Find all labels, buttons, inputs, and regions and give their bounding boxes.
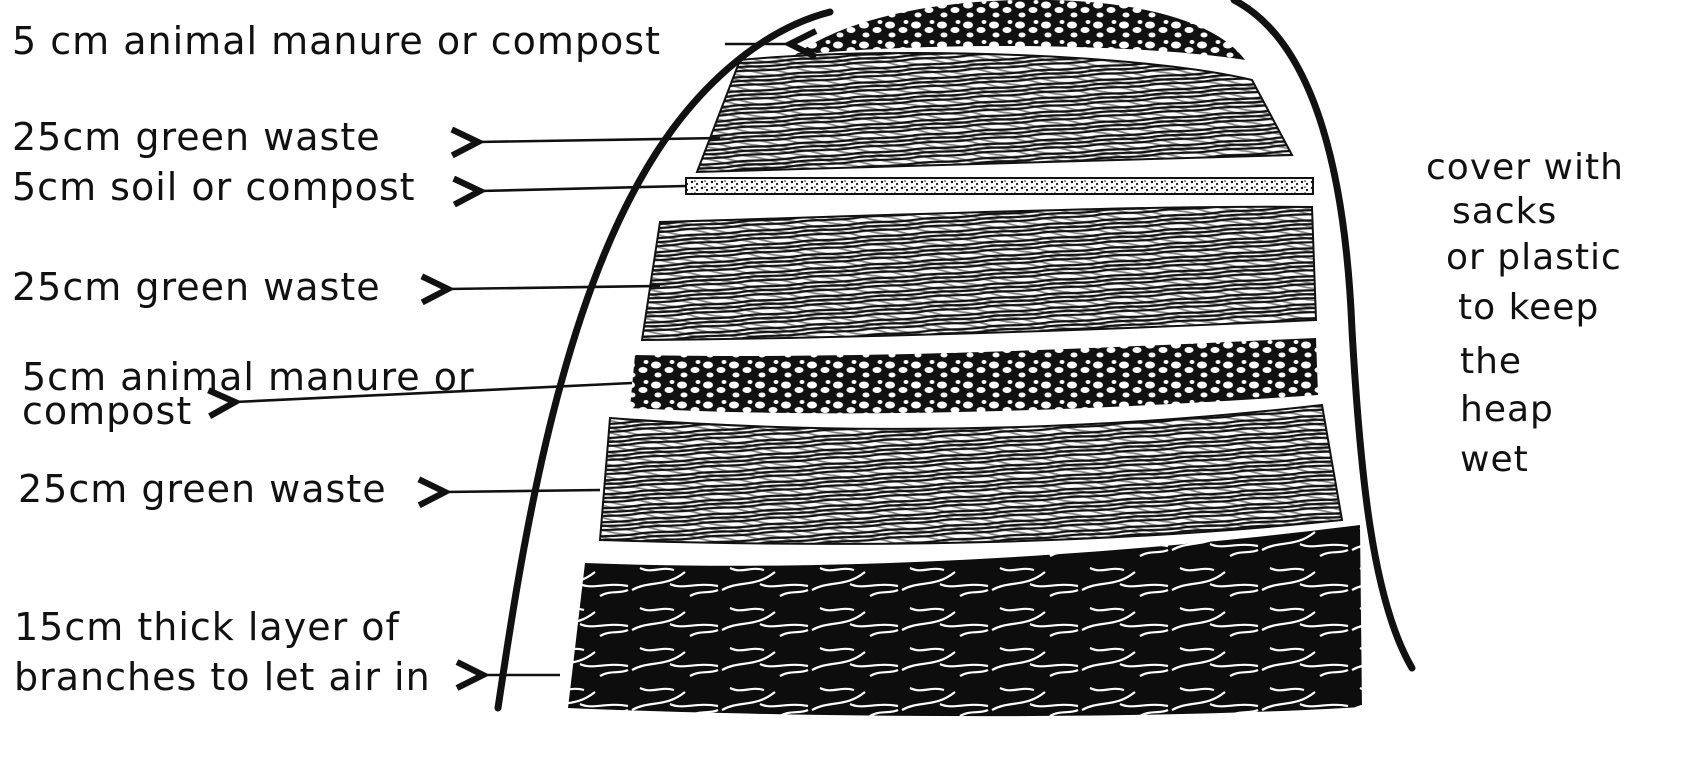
arrow-green-waste-2 bbox=[448, 286, 660, 289]
cover-note-line7: wet bbox=[1460, 442, 1529, 478]
label-top-manure: 5 cm animal manure or compost bbox=[12, 22, 661, 60]
cover-note-line4: to keep bbox=[1458, 290, 1599, 326]
label-manure-middle-line2: compost bbox=[22, 392, 192, 430]
arrow-green-waste-3 bbox=[445, 490, 600, 492]
label-branches-line2: branches to let air in bbox=[14, 658, 431, 696]
label-green-waste-2: 25cm green waste bbox=[12, 268, 381, 306]
layer-branches bbox=[568, 525, 1362, 716]
cover-note-line3: or plastic bbox=[1446, 240, 1622, 276]
arrow-soil-compost bbox=[480, 186, 686, 191]
layer-soil-or-compost bbox=[686, 178, 1313, 194]
arrow-green-waste-1 bbox=[478, 138, 720, 142]
layer-animal-manure-top bbox=[795, 0, 1245, 60]
label-branches-line1: 15cm thick layer of bbox=[14, 608, 400, 646]
label-soil-compost: 5cm soil or compost bbox=[12, 168, 416, 206]
label-green-waste-3: 25cm green waste bbox=[18, 470, 387, 508]
layer-animal-manure-middle bbox=[630, 338, 1318, 413]
cover-note-line2: sacks bbox=[1452, 194, 1557, 230]
cover-note-line5: the bbox=[1460, 344, 1522, 380]
label-green-waste-1: 25cm green waste bbox=[12, 118, 381, 156]
cover-note-line6: heap bbox=[1460, 392, 1554, 428]
cover-note-line1: cover with bbox=[1426, 150, 1624, 186]
